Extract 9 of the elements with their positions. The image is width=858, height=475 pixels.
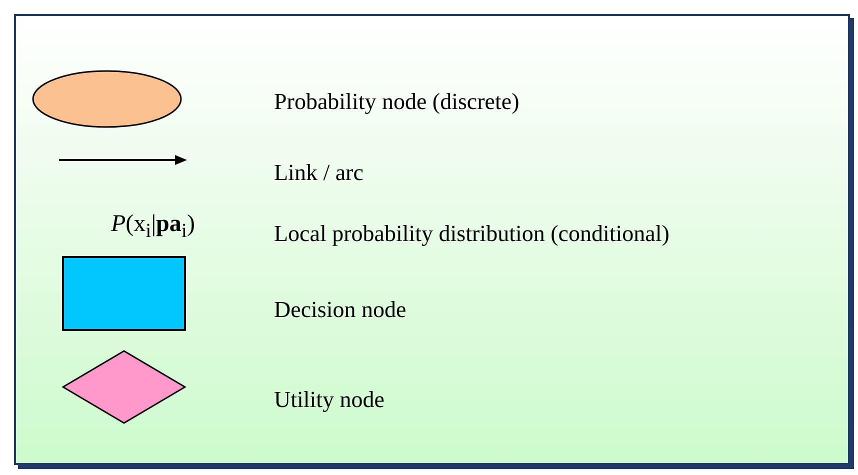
ellipse-node — [32, 70, 182, 128]
rectangle-node — [62, 256, 186, 331]
legend-text: Link / arc — [274, 160, 364, 186]
legend-text: Utility node — [274, 387, 385, 413]
legend-text: Local probability distribution (conditional) — [274, 221, 670, 247]
formula-label: P(x$_{i}$|pa$_{i}$) — [111, 211, 195, 243]
legend-text: Decision node — [274, 297, 406, 323]
diamond-node — [62, 350, 186, 424]
legend-text: Probability node (discrete) — [274, 89, 520, 115]
